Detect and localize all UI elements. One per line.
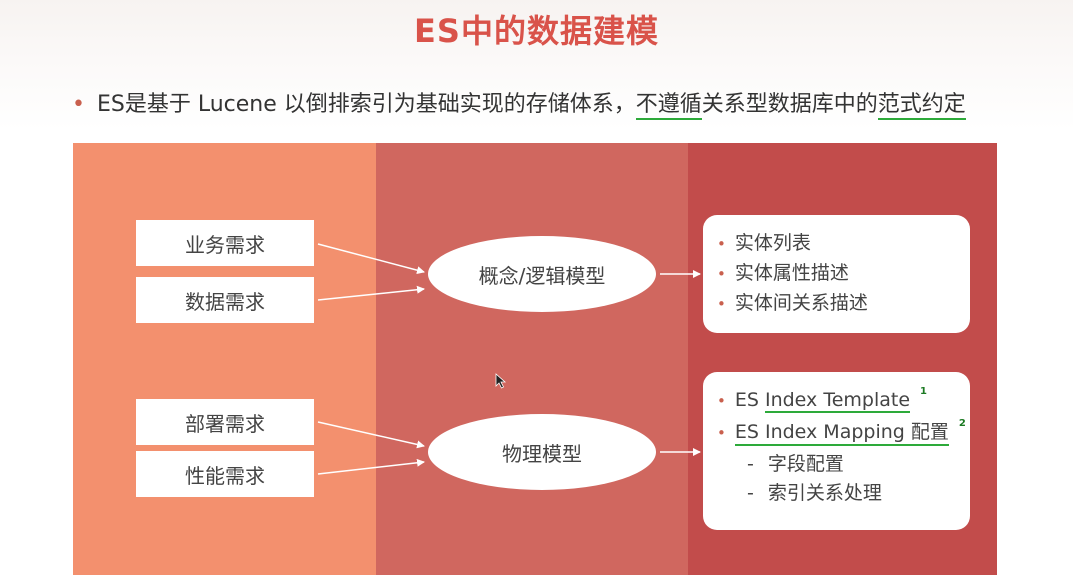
bullet-icon: • (717, 265, 726, 283)
bullet-icon: • (717, 235, 726, 253)
list-item: • 实体间关系描述 (717, 289, 970, 319)
logical-model-ellipse: 概念/逻辑模型 (428, 236, 656, 312)
intro-bullet: • ES是基于 Lucene 以倒排索引为基础实现的存储体系，不遵循关系型数据库中… (72, 86, 966, 120)
list-item-label: ES Index Template (734, 389, 911, 413)
bullet-highlight-1: 不遵循 (635, 92, 702, 120)
logical-output-box: • 实体列表 • 实体属性描述 • 实体间关系描述 (703, 215, 970, 333)
business-requirement-box: 业务需求 (136, 220, 314, 266)
deployment-requirement-box: 部署需求 (136, 399, 314, 445)
models-panel (376, 143, 688, 575)
sub-item-label: 字段配置 (767, 453, 844, 475)
physical-model-ellipse: 物理模型 (428, 414, 656, 490)
data-requirement-box: 数据需求 (136, 277, 314, 323)
physical-output-box: • ES Index Template 1 • ES Index Mapping 配置… (703, 372, 970, 530)
bullet-text-2: 关系型数据库中的 (701, 92, 878, 117)
requirements-panel (73, 143, 376, 575)
list-item: • ES Index Template 1 (717, 386, 970, 418)
performance-requirement-box: 性能需求 (136, 451, 314, 497)
bullet-dot-icon: • (72, 92, 85, 117)
annotation-badge-1: 1 (920, 386, 927, 397)
list-item: -字段配置 (717, 450, 970, 479)
mouse-cursor-icon (495, 373, 507, 389)
es-index-template-label: Index Template (764, 389, 911, 413)
annotation-badge-2: 2 (958, 418, 966, 429)
slide-title: ES中的数据建模 (414, 12, 659, 50)
es-index-mapping-label: ES Index Mapping 配置 (734, 421, 949, 446)
list-item: • 实体列表 (717, 229, 970, 259)
dash-icon: - (747, 453, 754, 475)
dash-icon: - (747, 482, 754, 504)
bullet-text-1: ES是基于 Lucene 以倒排索引为基础实现的存储体系， (96, 92, 636, 117)
list-item-label: 实体列表 (734, 232, 811, 254)
bullet-icon: • (717, 295, 726, 313)
list-item-label: 实体属性描述 (734, 262, 849, 284)
list-item-label: 实体间关系描述 (734, 292, 868, 314)
list-item: • 实体属性描述 (717, 259, 970, 289)
bullet-icon: • (717, 392, 726, 410)
list-item: -索引关系处理 (717, 479, 970, 508)
bullet-icon: • (717, 424, 726, 442)
bullet-highlight-2: 范式约定 (877, 92, 966, 120)
sub-item-label: 索引关系处理 (767, 482, 882, 504)
list-item: • ES Index Mapping 配置 2 (717, 418, 970, 450)
